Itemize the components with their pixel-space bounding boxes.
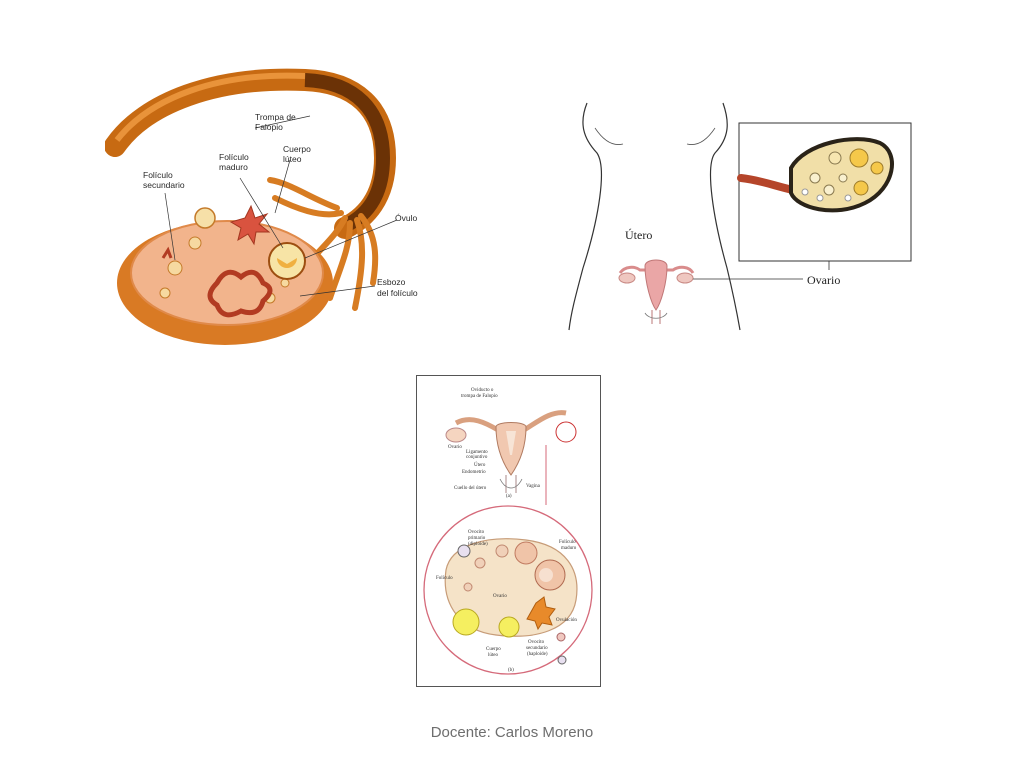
label-utero-a: Útero bbox=[474, 462, 486, 468]
label-ovario: Ovario bbox=[807, 273, 840, 287]
label-esbozo: del folículo bbox=[377, 288, 418, 298]
label-foliculo-secundario: Folículo bbox=[143, 170, 173, 180]
label-oviducto: Oviducto o bbox=[471, 388, 494, 393]
fallopian-tube bbox=[105, 68, 397, 239]
ovary-inset-illustration bbox=[737, 137, 894, 213]
label-ovario-a: Ovario bbox=[448, 445, 462, 450]
mature-follicle bbox=[268, 242, 306, 280]
label-cuerpo-luteo: Cuerpo bbox=[283, 144, 311, 154]
label-oviducto: trompa de Falopio bbox=[461, 394, 498, 399]
label-ovocito-primario: primario bbox=[468, 536, 486, 541]
uterus-ovary-diagram: Útero Ovario bbox=[568, 102, 912, 331]
label-ovocito-secundario: Ovocito bbox=[528, 640, 545, 645]
label-foliculo: Folículo bbox=[436, 576, 453, 581]
reproductive-system-figure: Oviducto o trompa de Falopio Ovario Liga… bbox=[416, 375, 601, 687]
label-cuello: Cuello del útero bbox=[454, 486, 487, 491]
primary-follicle bbox=[167, 260, 183, 276]
label-trompa: Trompa de bbox=[255, 112, 296, 122]
label-part-a: (a) bbox=[506, 494, 512, 499]
label-part-b: (b) bbox=[508, 668, 514, 673]
label-ovocito-primario: (diploide) bbox=[468, 542, 488, 547]
torso-outline bbox=[568, 102, 602, 331]
label-ovulacion: Ovulación bbox=[556, 618, 577, 623]
label-ovocito-primario: Ovocito bbox=[468, 530, 485, 535]
label-foliculo-secundario: secundario bbox=[143, 180, 185, 190]
label-foliculo-maduro: maduro bbox=[219, 162, 248, 172]
ovary-cycle-illustration bbox=[444, 538, 578, 665]
label-ovocito-secundario: secundario bbox=[526, 646, 548, 651]
label-vagina: Vagina bbox=[526, 484, 541, 489]
primary-follicle bbox=[280, 278, 290, 288]
label-trompa: Falopio bbox=[255, 122, 283, 132]
label-cuerpo-luteo: lúteo bbox=[488, 653, 498, 658]
label-foliculo-maduro: maduro bbox=[561, 546, 577, 551]
label-utero: Útero bbox=[625, 228, 652, 242]
label-ligamento: conjuntivo bbox=[466, 455, 488, 460]
secondary-follicle bbox=[194, 207, 216, 229]
label-ovario-b: Ovario bbox=[493, 594, 507, 599]
corpus-luteum bbox=[229, 204, 271, 246]
label-esbozo: Esbozo bbox=[377, 277, 406, 287]
label-cuerpo-luteo: Cuerpo bbox=[486, 647, 501, 652]
primary-follicle bbox=[159, 287, 171, 299]
ovary-follicle-illustration: Trompa de Falopio Cuerpo lúteo Folículo … bbox=[105, 68, 418, 345]
label-ovulo: Óvulo bbox=[395, 213, 417, 223]
corpus-albicans bbox=[207, 269, 273, 318]
label-endometrio: Endometrio bbox=[462, 470, 486, 475]
label-ovocito-secundario: (haploide) bbox=[527, 652, 548, 657]
uterus-illustration bbox=[618, 259, 695, 324]
uterus-section-a bbox=[445, 410, 577, 493]
label-foliculo-maduro: Folículo bbox=[559, 540, 576, 545]
label-foliculo-maduro: Folículo bbox=[219, 152, 249, 162]
footer-credit: Docente: Carlos Moreno bbox=[430, 724, 594, 741]
label-cuerpo-luteo: lúteo bbox=[283, 154, 302, 164]
primary-follicle bbox=[188, 236, 202, 250]
label-ligamento: Ligamento bbox=[466, 450, 488, 455]
